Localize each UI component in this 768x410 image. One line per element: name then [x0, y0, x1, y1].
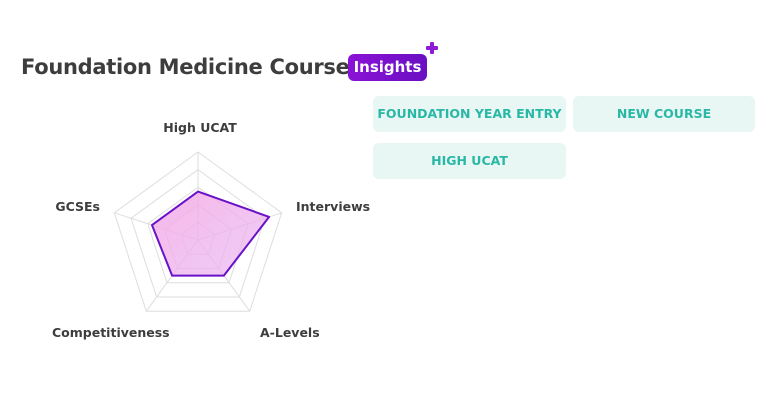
radar-grid-ring — [130, 168, 266, 298]
axis-label-interviews: Interviews — [296, 199, 370, 214]
radar-data-area — [150, 190, 271, 277]
tag-new-course[interactable]: NEW COURSE — [573, 96, 755, 132]
page-title: Foundation Medicine Course — [21, 55, 350, 79]
axis-label-high-ucat: High UCAT — [163, 120, 237, 135]
axis-label-a-levels: A-Levels — [260, 325, 320, 340]
insights-badge[interactable]: Insights — [348, 54, 427, 81]
axis-label-gcses: GCSEs — [55, 199, 100, 214]
radar-grid-ring — [113, 151, 283, 312]
axis-label-competitiveness: Competitiveness — [52, 325, 170, 340]
plus-icon — [426, 42, 438, 54]
tag-foundation-year-entry[interactable]: FOUNDATION YEAR ENTRY — [373, 96, 566, 132]
tag-high-ucat[interactable]: HIGH UCAT — [373, 143, 566, 179]
